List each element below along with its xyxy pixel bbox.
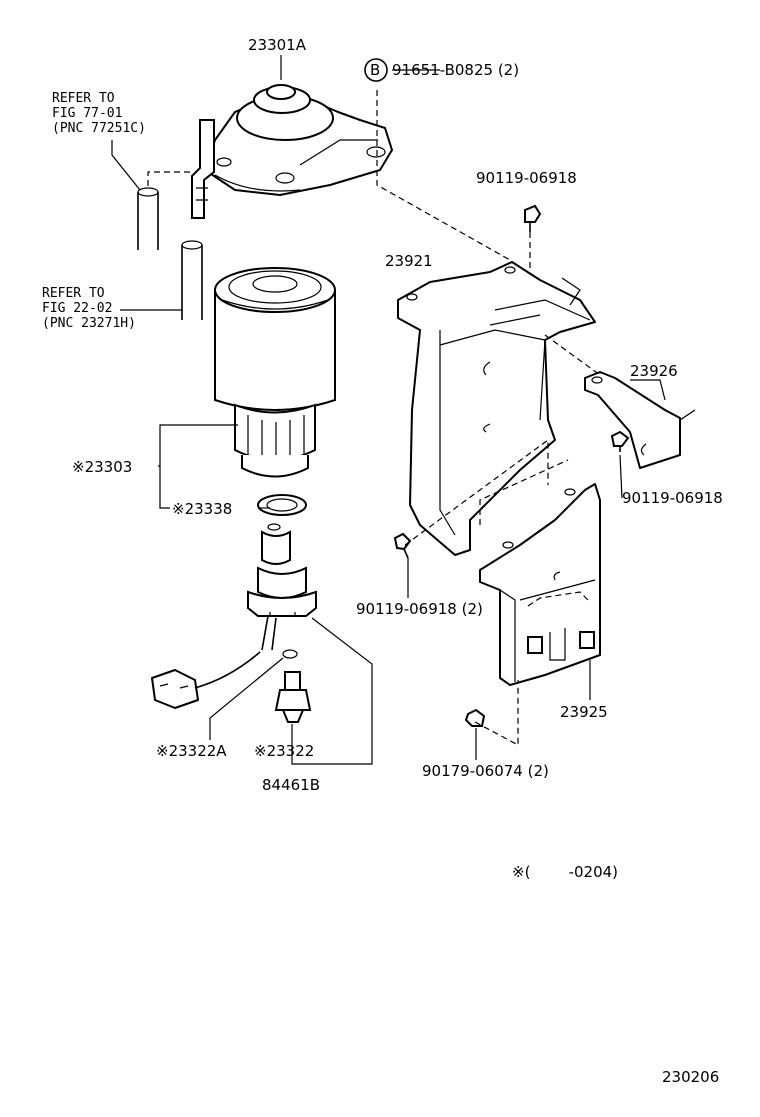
- leaders-left: [111, 140, 373, 765]
- label-23301A: 23301A: [248, 36, 307, 54]
- refer1-line1: REFER TO: [52, 91, 115, 106]
- label-23926: 23926: [630, 362, 678, 380]
- label-84461B: 84461B: [262, 776, 320, 794]
- dashed-assembly-lines: [376, 90, 601, 747]
- filter-head-drawing: [191, 84, 393, 219]
- label-23921: 23921: [385, 252, 433, 270]
- label-90119-06918-right: 90119-06918: [622, 489, 723, 507]
- small-o-ring-drawing: [282, 649, 298, 659]
- connector-drawing: [151, 651, 261, 709]
- label-23338: ※23338: [172, 500, 232, 518]
- label-circle-b: B: [370, 61, 380, 79]
- water-sensor-drawing: [247, 523, 317, 651]
- label-23925: 23925: [560, 703, 608, 721]
- label-23322: ※23322: [254, 742, 314, 760]
- label-91651-B0825: 91651-B0825 (2): [392, 61, 519, 79]
- refer1-line2: FIG 77-01: [52, 106, 122, 121]
- sensor-plug-drawing: [274, 671, 312, 723]
- label-23303: ※23303: [72, 458, 132, 476]
- leaders-right: [280, 55, 666, 760]
- hose-drawing: [137, 187, 203, 320]
- leader-hose-top: [147, 171, 190, 190]
- o-ring-drawing: [257, 494, 307, 516]
- refer2-line2: FIG 22-02: [42, 301, 112, 316]
- refer2-line1: REFER TO: [42, 286, 105, 301]
- bracket-23925-drawing: [479, 483, 601, 686]
- refer2-line3: (PNC 23271H): [42, 316, 136, 331]
- bracket-23926-drawing: [584, 371, 696, 469]
- label-90119-06918-top: 90119-06918: [476, 169, 577, 187]
- label-90119-06918-left: 90119-06918 (2): [356, 600, 483, 618]
- refer1-line3: (PNC 77251C): [52, 121, 146, 136]
- footnote-date-range: ※( -0204): [512, 863, 618, 881]
- diagram-id: 230206: [662, 1068, 719, 1086]
- label-90179-06074: 90179-06074 (2): [422, 762, 549, 780]
- fuel-filter-drawing: [214, 267, 336, 478]
- circle-b-marker: [364, 58, 388, 82]
- label-23322A: ※23322A: [156, 742, 227, 760]
- bolts-drawing: [393, 204, 630, 727]
